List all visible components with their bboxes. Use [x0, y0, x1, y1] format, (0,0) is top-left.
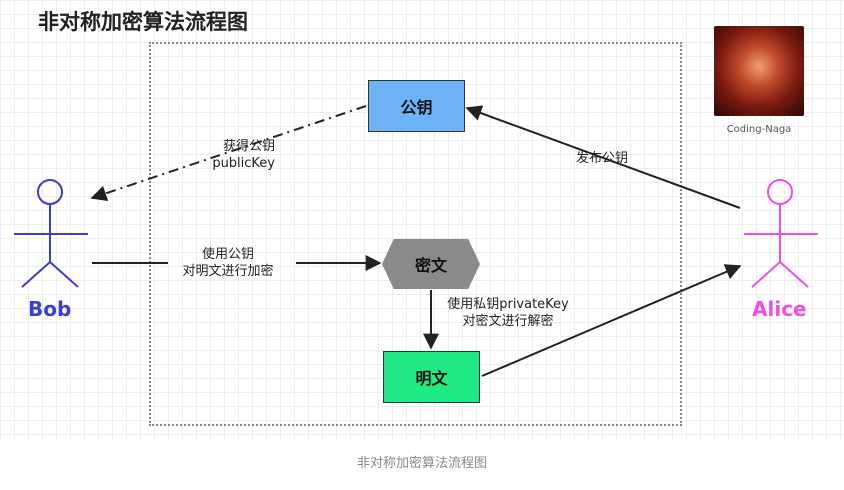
- bob-right-leg: [49, 261, 79, 288]
- alice-figure: [744, 179, 818, 288]
- label-decrypt-line1: 使用私钥privateKey: [447, 297, 569, 312]
- label-get-public-key-line1: 获得公钥: [222, 139, 275, 154]
- bob-figure: [14, 179, 88, 288]
- label-encrypt-line1: 使用公钥: [201, 247, 254, 262]
- bob-head: [37, 179, 63, 205]
- bob-label: Bob: [28, 297, 72, 321]
- edge-plaintext-to-alice: [481, 264, 742, 377]
- label-get-public-key: 获得公钥 publicKey: [185, 138, 275, 172]
- ciphertext-node: 密文: [382, 239, 480, 289]
- diagram-canvas: 非对称加密算法流程图: [0, 0, 844, 440]
- label-encrypt-line2: 对明文进行加密: [182, 264, 274, 279]
- label-encrypt: 使用公钥 对明文进行加密: [168, 246, 288, 280]
- edge-publish-public-key: [465, 105, 741, 209]
- label-publish-public-key: 发布公钥: [575, 151, 628, 166]
- alice-head: [767, 179, 793, 205]
- author-avatar: [714, 26, 804, 116]
- figure-caption: 非对称加密算法流程图: [356, 456, 487, 471]
- edge-get-public-key: [90, 105, 367, 202]
- process-boundary: [149, 42, 682, 426]
- plaintext-node: 明文: [383, 351, 480, 403]
- diagram-title: 非对称加密算法流程图: [38, 10, 248, 34]
- bob-left-leg: [21, 261, 51, 288]
- label-decrypt: 使用私钥privateKey 对密文进行解密: [428, 296, 588, 330]
- label-decrypt-line2: 对密文进行解密: [462, 314, 554, 329]
- label-get-public-key-line2: publicKey: [212, 156, 275, 171]
- alice-left-leg: [751, 261, 781, 288]
- public-key-node: 公钥: [368, 80, 465, 132]
- alice-right-leg: [779, 261, 809, 288]
- author-name: Coding-Naga: [726, 124, 792, 135]
- alice-label: Alice: [752, 297, 807, 321]
- diagram-connectors: [14, 105, 818, 377]
